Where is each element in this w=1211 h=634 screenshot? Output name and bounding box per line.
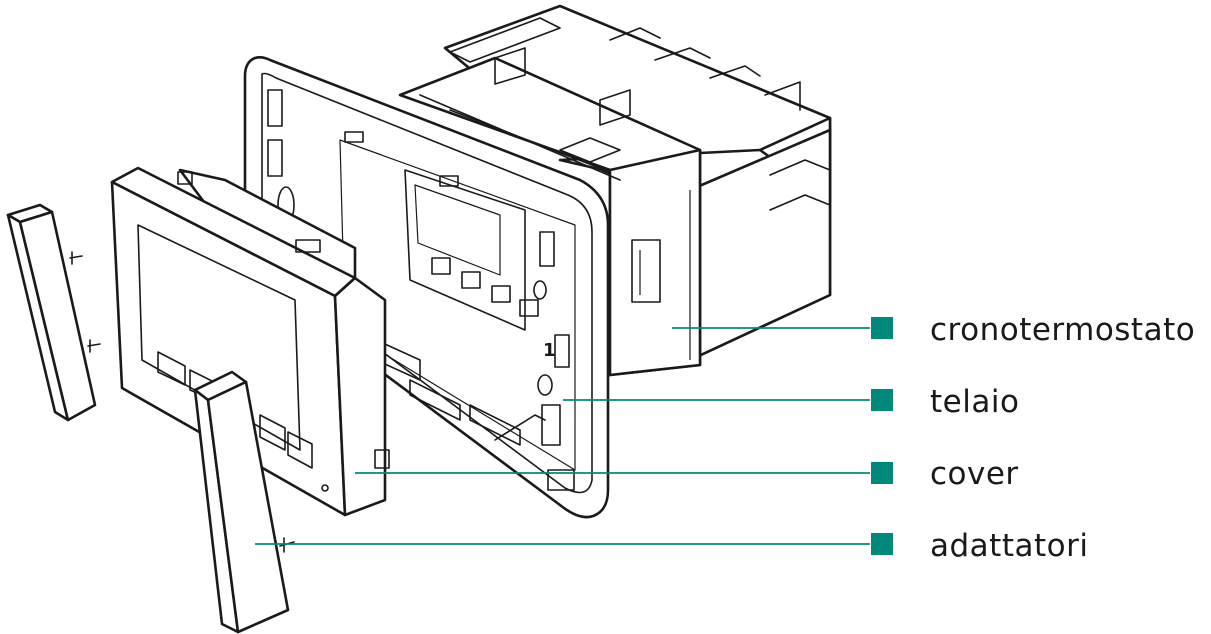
adattatori-adapters [6,203,295,634]
cronotermostato-label: cronotermostato [930,312,1195,348]
frame-position-number: 1 [543,340,556,361]
telaio-marker-icon [871,389,893,411]
cover-label: cover [930,456,1019,492]
telaio-frame: 1 [243,56,610,519]
label-cover: cover [355,456,1019,492]
label-cronotermostato: cronotermostato [672,312,1195,348]
telaio-label: telaio [930,384,1019,420]
label-adattatori: adattatori [255,528,1088,564]
adattatori-marker-icon [871,533,893,555]
adattatori-label: adattatori [930,528,1088,564]
frame-terminals [431,257,539,317]
cronotermostato-module [398,4,832,377]
cover-plate [110,166,390,517]
label-telaio: telaio [563,384,1019,420]
cover-marker-icon [871,462,893,484]
cronotermostato-marker-icon [871,317,893,339]
